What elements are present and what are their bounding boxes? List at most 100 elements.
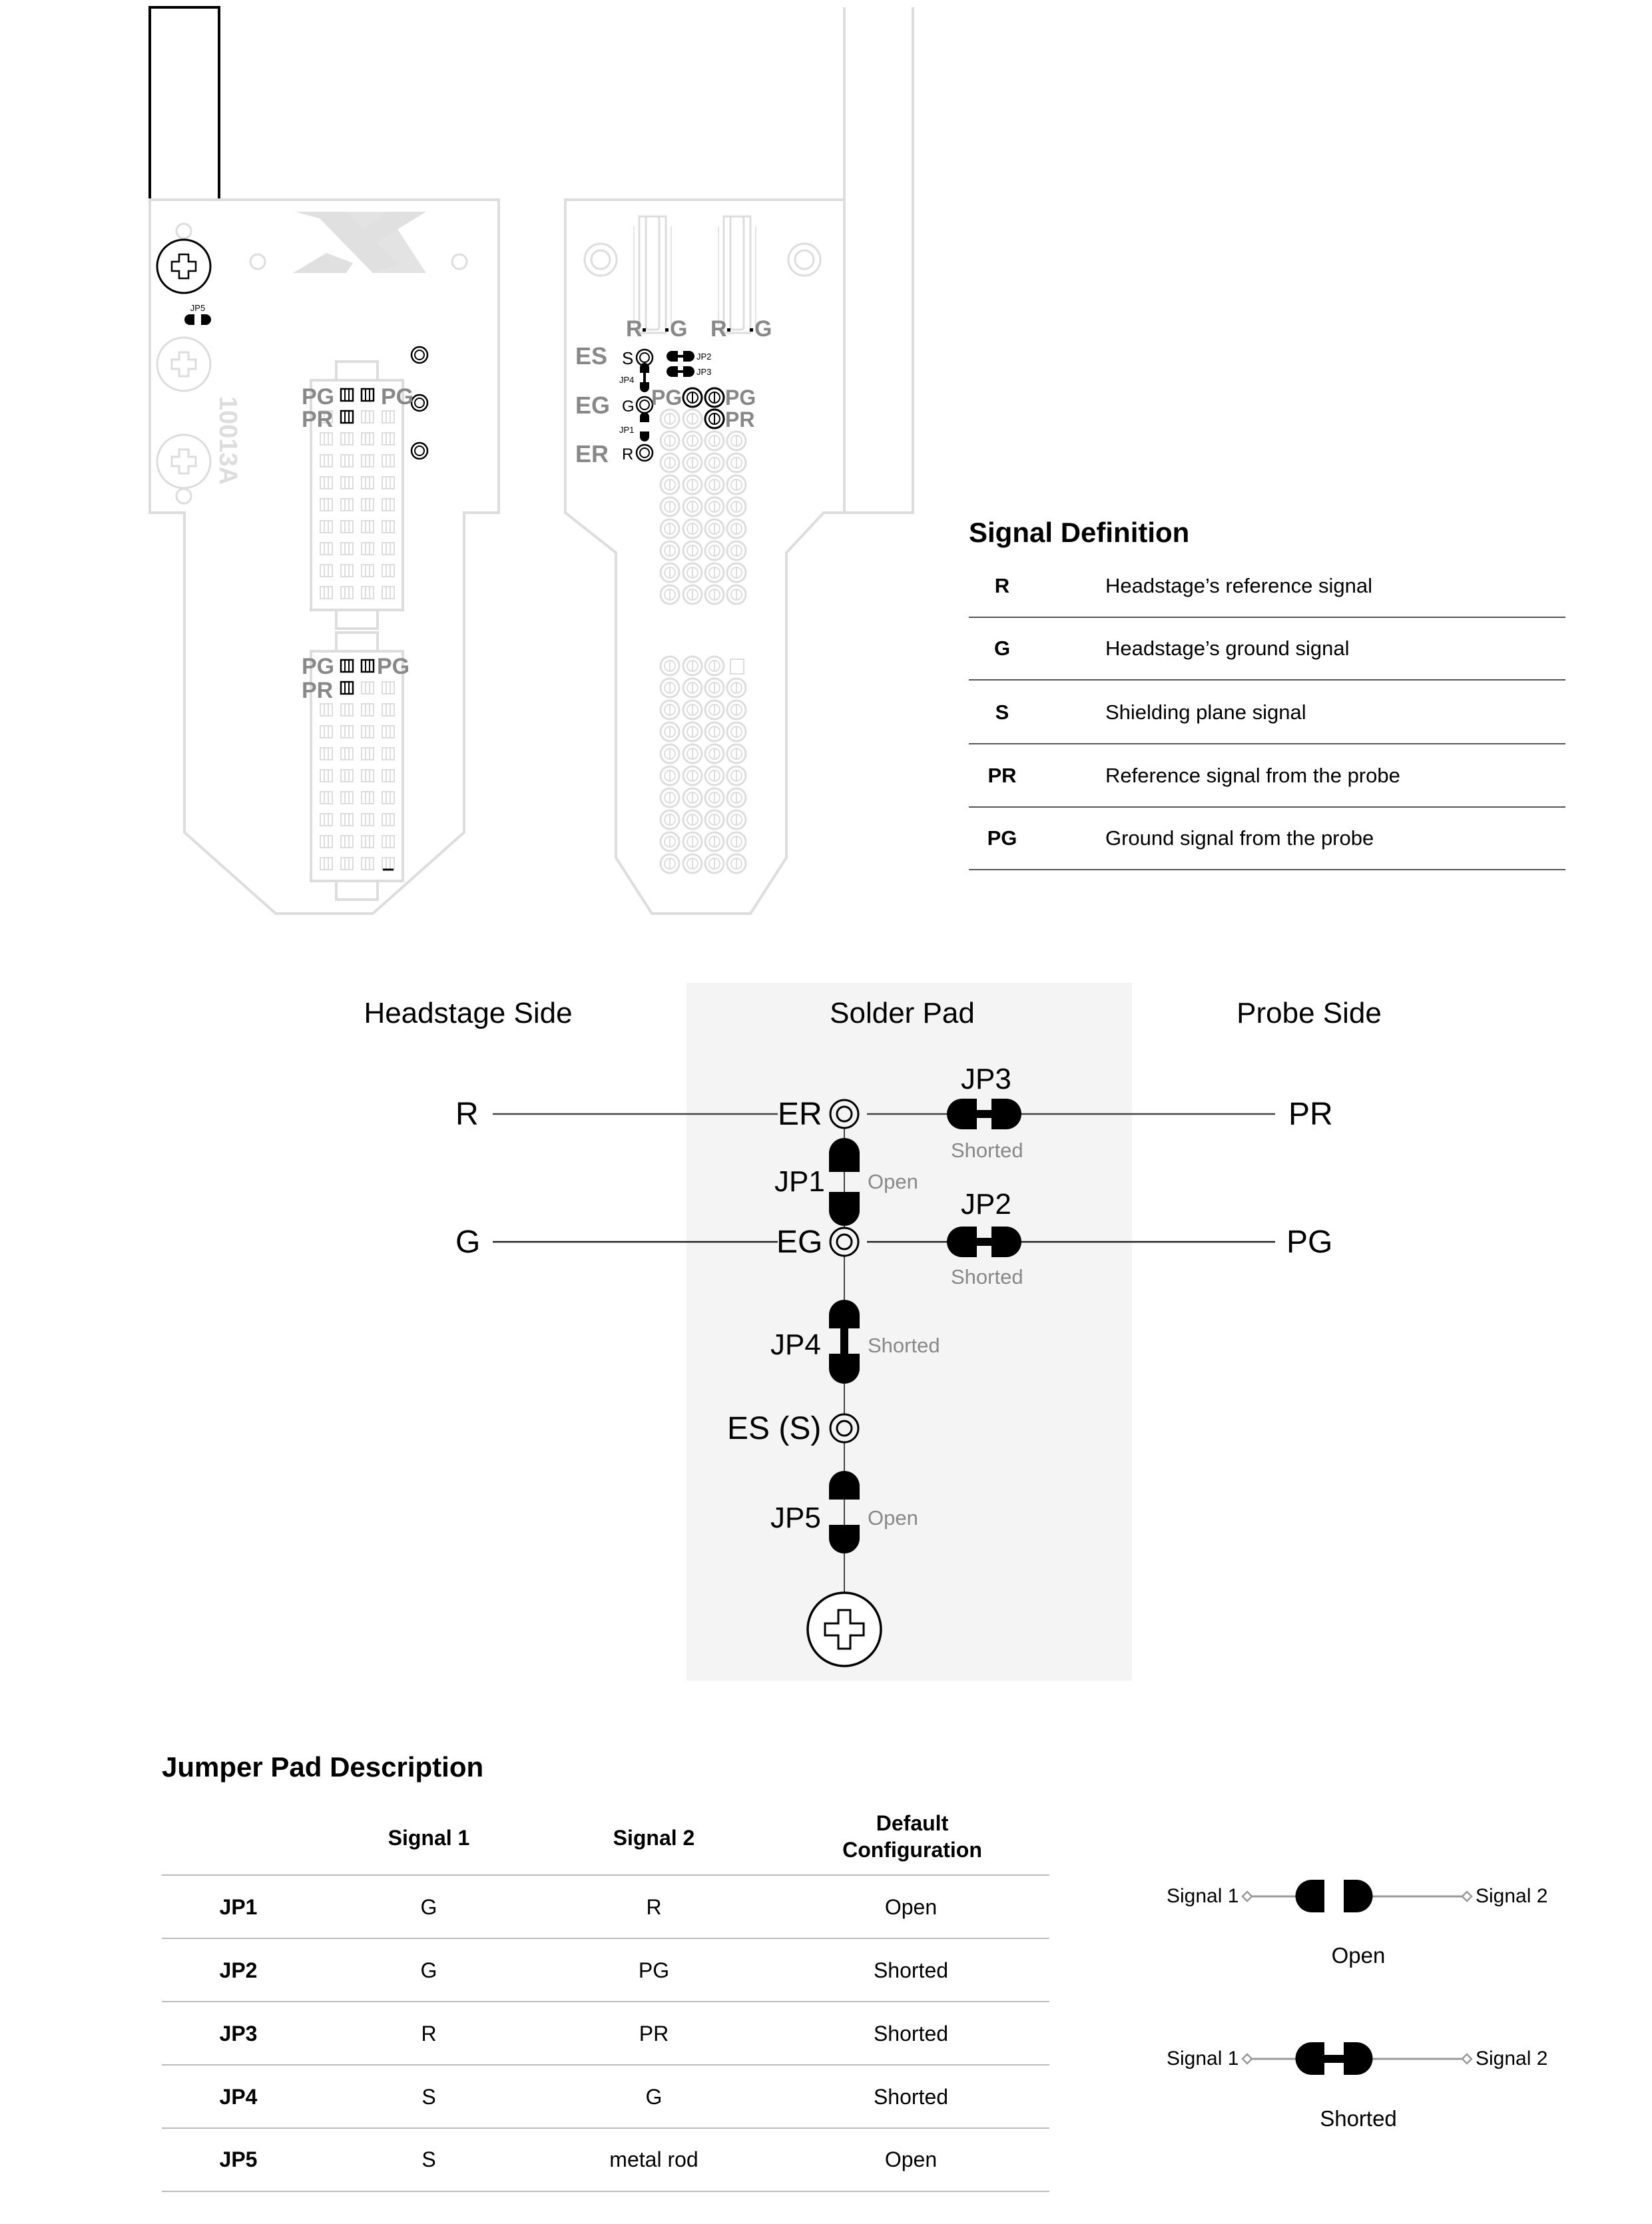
jp4-board-label: JP4 — [619, 375, 634, 385]
legend-shorted-caption: Shorted — [1320, 2106, 1397, 2131]
right-board: R G R G ES EG ER S G R JP4 JP1 JP2 JP3 — [564, 7, 914, 915]
signal2-cell: metal rod — [609, 2147, 698, 2171]
signal-row: PR Reference signal from the probe — [969, 744, 1565, 808]
jp1-board-label: JP1 — [619, 425, 634, 435]
signal1-cell: R — [421, 2022, 437, 2046]
probe-pg-label: PG — [1286, 1225, 1333, 1260]
jp5-board-label: JP5 — [190, 303, 205, 313]
signal-key: S — [995, 700, 1009, 724]
jp1-open-icon — [829, 1138, 860, 1226]
jp3-board-label: JP3 — [696, 367, 711, 377]
header-signal2: Signal 2 — [613, 1826, 695, 1850]
eg-pad-label: EG — [776, 1225, 823, 1260]
signal-description: Headstage’s reference signal — [1105, 574, 1372, 597]
signal-row: G Headstage’s ground signal — [969, 617, 1565, 681]
legend-open-signal2: Signal 2 — [1476, 1885, 1548, 1907]
signal-key: PG — [987, 826, 1017, 850]
pg-label: PG — [302, 384, 334, 410]
pr-label: PR — [302, 678, 333, 703]
jumper-id: JP3 — [219, 2022, 258, 2046]
s-pad-label: S — [622, 348, 633, 368]
signal-row: S Shielding plane signal — [969, 681, 1565, 744]
legend-shorted-signal2: Signal 2 — [1476, 2048, 1548, 2070]
jp4-state: Shorted — [868, 1334, 940, 1357]
default-cell: Shorted — [873, 1958, 949, 1982]
left-board: JP5 10013A — [148, 6, 500, 915]
headstage-r-label: R — [455, 1097, 479, 1132]
legend-open-signal1: Signal 1 — [1167, 1885, 1239, 1907]
r-label: R — [710, 316, 727, 342]
probe-side-heading: Probe Side — [1237, 997, 1382, 1029]
jp1-state: Open — [868, 1170, 918, 1193]
eg-label: EG — [575, 392, 610, 419]
g-label: G — [670, 316, 687, 342]
pg-label: PG — [377, 654, 410, 679]
jumper-id: JP1 — [219, 1895, 258, 1919]
metal-rod-screw-icon — [806, 1591, 882, 1667]
default-cell: Shorted — [873, 2085, 949, 2109]
jp4-shorted-icon — [829, 1300, 860, 1384]
signal-definition-title: Signal Definition — [969, 517, 1190, 548]
jp5-state: Open — [868, 1506, 918, 1529]
es-pad-label: ES (S) — [727, 1411, 822, 1446]
signal-description: Headstage’s ground signal — [1105, 637, 1350, 660]
jumper-id: JP5 — [219, 2147, 258, 2171]
pg-label: PG — [302, 654, 334, 679]
signal-description: Ground signal from the probe — [1105, 826, 1374, 850]
signal-key: G — [993, 637, 1011, 660]
header-signal1: Signal 1 — [388, 1826, 470, 1850]
signal-row: R Headstage’s reference signal — [969, 554, 1565, 618]
signal-description: Shielding plane signal — [1105, 700, 1306, 724]
solder-pad-heading: Solder Pad — [830, 997, 975, 1029]
probe-pr-label: PR — [1288, 1097, 1333, 1132]
jp3-shorted-icon — [947, 1099, 1021, 1129]
pg-label: PG — [725, 386, 756, 410]
logo-icon — [293, 212, 426, 273]
default-cell: Open — [884, 1895, 938, 1919]
eg-pad-icon — [829, 1227, 860, 1257]
legend-open-caption: Open — [1331, 1943, 1386, 1968]
jumper-table-title: Jumper Pad Description — [162, 1751, 484, 1783]
wiring-schematic — [493, 1099, 1275, 1667]
signal2-cell: R — [646, 1895, 662, 1919]
g-pad-label: G — [622, 398, 635, 416]
jp1-label: JP1 — [774, 1165, 825, 1198]
shorted-jumper-icon — [1295, 2042, 1373, 2075]
solder-pad-panel — [687, 983, 1132, 1681]
pr-label: PR — [302, 407, 333, 432]
header-default-line2: Configuration — [842, 1838, 982, 1862]
jp2-board-label: JP2 — [696, 352, 711, 362]
pcb-board-illustration: JP5 10013A — [148, 6, 914, 915]
open-jumper-icon — [1295, 1880, 1373, 1912]
jumper-id: JP2 — [219, 1958, 258, 1982]
pg-label: PG — [381, 384, 413, 410]
default-cell: Open — [884, 2147, 938, 2171]
jp2-state: Shorted — [951, 1265, 1023, 1288]
signal2-cell: G — [645, 2085, 663, 2109]
signal1-cell: S — [421, 2085, 436, 2109]
pg-label: PG — [651, 386, 682, 410]
er-pad-icon — [829, 1099, 860, 1129]
r-label: R — [626, 316, 643, 342]
headstage-g-label: G — [455, 1225, 481, 1260]
jumper-id: JP4 — [219, 2085, 258, 2109]
jp2-shorted-icon — [947, 1227, 1021, 1257]
header-default: Default Configuration — [812, 1810, 1012, 1863]
jp2-label: JP2 — [961, 1188, 1011, 1221]
legend-shorted-signal1: Signal 1 — [1167, 2048, 1239, 2070]
signal1-cell: G — [420, 1895, 437, 1919]
r-pad-label: R — [622, 445, 633, 463]
signal2-cell: PG — [638, 1958, 670, 1982]
jp5-label: JP5 — [770, 1502, 821, 1534]
screw-icon-faded — [156, 336, 212, 489]
signal2-cell: PR — [639, 2022, 669, 2046]
signal-description: Reference signal from the probe — [1105, 764, 1400, 787]
jp4-label: JP4 — [770, 1328, 821, 1361]
header-default-line1: Default — [876, 1811, 949, 1835]
es-label: ES — [575, 342, 607, 370]
signal-row: PG Ground signal from the probe — [969, 806, 1565, 870]
signal1-cell: G — [420, 1958, 437, 1982]
er-label: ER — [575, 440, 609, 467]
part-number-label: 10013A — [214, 396, 242, 485]
signal-key: PR — [987, 764, 1017, 787]
